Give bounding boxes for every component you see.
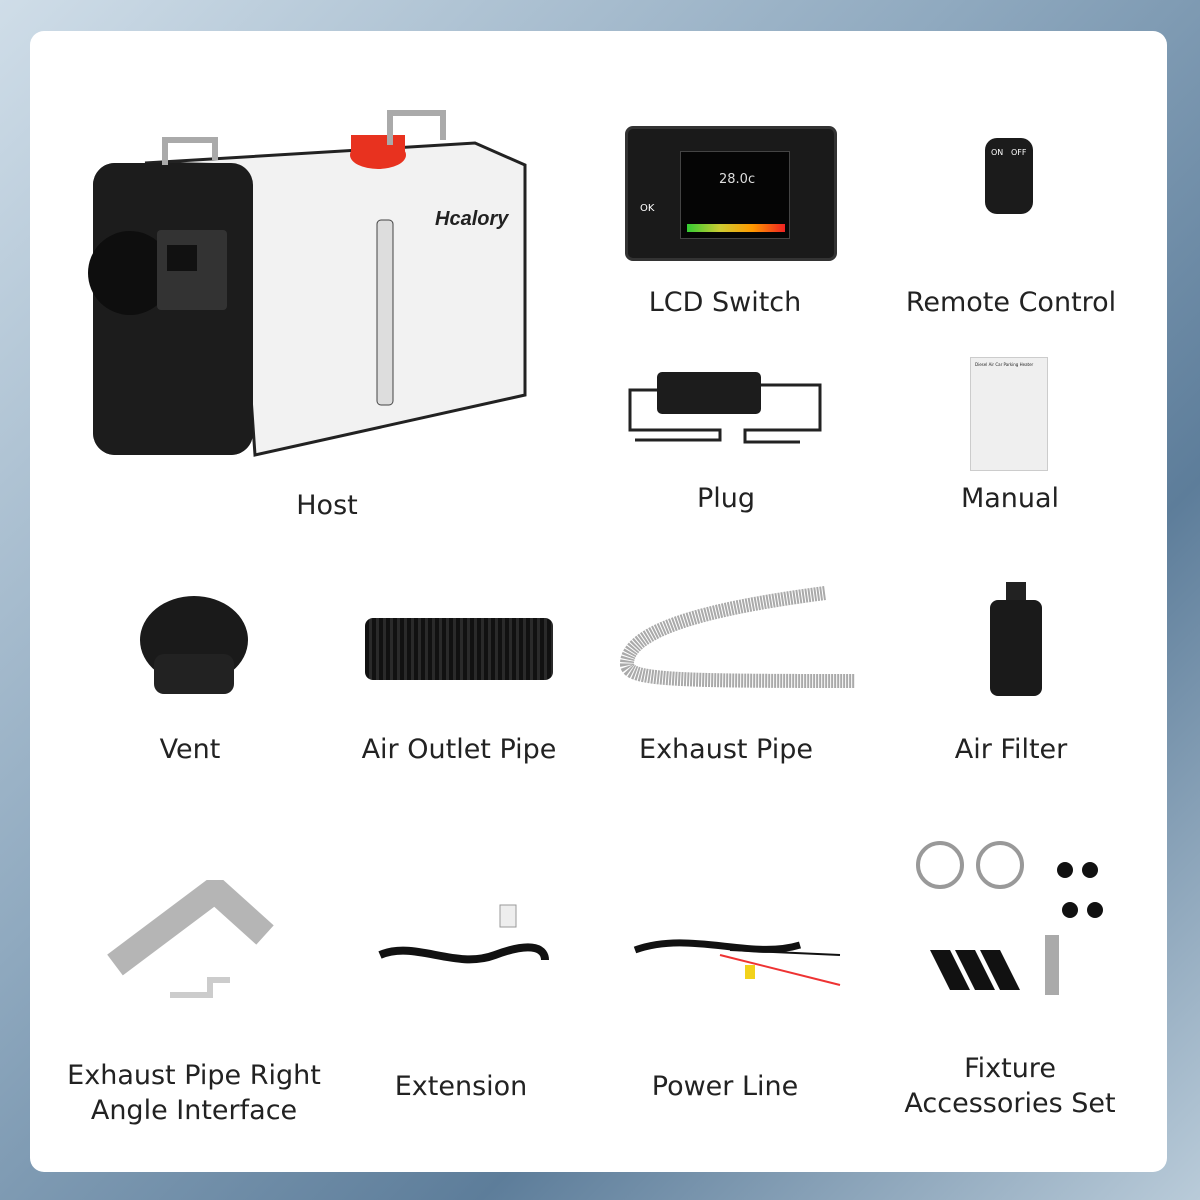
manual-image: Diesel Air Car Parking Heater <box>970 357 1048 471</box>
label-manual: Manual <box>960 483 1060 514</box>
plug-image <box>625 370 825 455</box>
exhaust-elbow-image <box>100 873 280 1015</box>
vent-image <box>138 592 250 697</box>
label-exhaust-pipe: Exhaust Pipe <box>639 734 813 765</box>
fixture-accessories-image <box>900 840 1120 1030</box>
label-plug: Plug <box>696 483 756 514</box>
label-extension: Extension <box>394 1071 528 1102</box>
remote-control-image: ON OFF <box>985 138 1033 214</box>
air-outlet-pipe-image <box>365 618 553 680</box>
label-host: Host <box>296 490 358 521</box>
lcd-level-bar <box>687 224 785 232</box>
air-filter-image <box>990 582 1042 697</box>
remote-on-button[interactable]: ON <box>991 148 1004 157</box>
label-line: Fixture <box>964 1053 1056 1084</box>
label-air-outlet-pipe: Air Outlet Pipe <box>361 734 557 765</box>
lcd-ok-button[interactable]: OK <box>640 203 655 214</box>
manual-title: Diesel Air Car Parking Heater <box>975 362 1034 367</box>
lcd-switch-image: 28.0c OK <box>625 126 837 261</box>
brand-logo: Hcalory <box>435 208 509 230</box>
host-heater-image: Hcalory <box>85 105 535 460</box>
label-line: Accessories Set <box>904 1088 1116 1119</box>
lcd-temperature: 28.0c <box>719 172 756 187</box>
label-vent: Vent <box>159 734 221 765</box>
label-lcd-switch: LCD Switch <box>648 287 802 318</box>
remote-off-button[interactable]: OFF <box>1011 148 1027 157</box>
power-line-image <box>630 925 852 995</box>
label-line: Angle Interface <box>90 1095 298 1126</box>
label-power-line: Power Line <box>651 1071 799 1102</box>
label-line: Exhaust Pipe Right <box>67 1060 321 1091</box>
exhaust-pipe-image <box>615 585 860 695</box>
extension-cable-image <box>375 900 550 975</box>
label-remote-control: Remote Control <box>905 287 1117 318</box>
label-air-filter: Air Filter <box>954 734 1068 765</box>
